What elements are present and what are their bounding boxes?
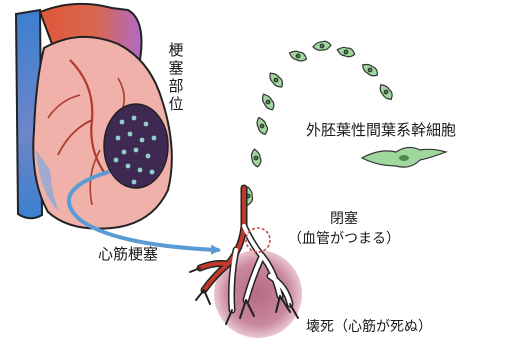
infarct-region (104, 104, 168, 188)
occlusion-title-label: 閉塞 (330, 210, 358, 227)
mesenchymal-cells-label: 外胚葉性間葉系幹細胞 (306, 121, 456, 139)
infarct-site-char: 塞 (168, 59, 183, 77)
infarct-site-char: 部 (168, 77, 183, 95)
occlusion-note-label: （血管がつまる） (288, 231, 400, 247)
stem-cell-nucleus (399, 155, 409, 161)
heart (16, 4, 172, 229)
infarct-site-label: 梗 塞 部 位 (168, 41, 183, 113)
infarct-site-char: 位 (168, 95, 183, 113)
infarct-site-char: 梗 (168, 41, 183, 59)
necrosis-label: 壊死（心筋が死ぬ） (306, 318, 432, 335)
myocardial-infarction-label: 心筋梗塞 (98, 245, 158, 263)
